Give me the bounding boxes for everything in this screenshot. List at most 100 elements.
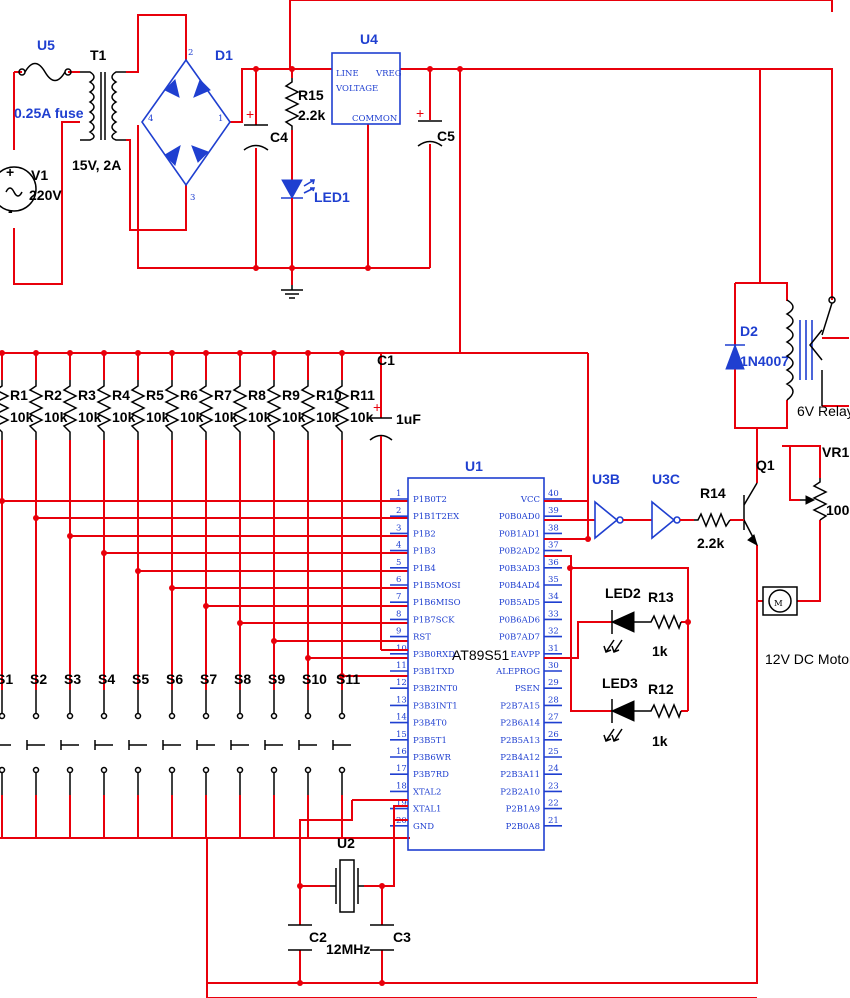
pin-name: P0B0AD0: [499, 512, 540, 522]
pin-number: 11: [396, 661, 407, 671]
pin-number: 33: [548, 609, 559, 619]
pin-name: P3B3INT1: [413, 701, 458, 711]
switch-s6: S6: [162, 671, 183, 838]
pin-number: 35: [548, 575, 559, 585]
svg-text:LINE: LINE: [336, 69, 359, 79]
pin-number: 29: [548, 678, 559, 688]
resistor-value: 10k: [146, 409, 170, 425]
pin-name: XTAL2: [413, 787, 441, 797]
pin-name: PSEN: [515, 684, 541, 694]
svg-text:LED1: LED1: [314, 189, 350, 205]
svg-text:2: 2: [188, 48, 193, 58]
switch-s4: S4: [94, 671, 115, 838]
resistor-r13: R13 1k: [647, 589, 682, 659]
capacitor-c2: C2: [288, 924, 327, 951]
svg-text:1k: 1k: [652, 643, 668, 659]
pin-number: 9: [396, 627, 401, 637]
switch-label: S8: [234, 671, 251, 687]
transformer: T1 15V, 2A: [72, 47, 126, 173]
pin-number: 21: [548, 816, 559, 826]
pin-number: 28: [548, 695, 559, 705]
svg-text:R13: R13: [648, 589, 674, 605]
resistor-ref: R4: [112, 387, 130, 403]
switch-s8: S8: [230, 671, 251, 838]
svg-text:+: +: [373, 399, 381, 415]
svg-text:1: 1: [218, 114, 223, 124]
svg-text:6V Relay: 6V Relay: [797, 403, 850, 419]
switch-label: S5: [132, 671, 149, 687]
switch-label: S3: [64, 671, 81, 687]
svg-text:220V: 220V: [29, 187, 62, 203]
resistor-value: 10k: [282, 409, 306, 425]
switch-label: S9: [268, 671, 285, 687]
switch-s2: S2: [26, 671, 47, 838]
pin-name: P1B0T2: [413, 495, 447, 505]
switch-s11: S11: [332, 671, 360, 838]
svg-text:+: +: [246, 106, 254, 122]
svg-text:C5: C5: [437, 128, 455, 144]
led1: LED1: [281, 179, 350, 215]
resistor-value: 10k: [112, 409, 136, 425]
inverter-u3c: U3C: [651, 471, 681, 540]
svg-text:C3: C3: [393, 929, 411, 945]
pin-name: P3B4T0: [413, 719, 447, 729]
bridge-rectifier: 2 4 1 3 D1: [141, 47, 233, 203]
switch-s10: S10: [298, 671, 327, 838]
dc-motor: M 12V DC Motor: [762, 586, 850, 667]
capacitor-c3: C3: [370, 924, 411, 951]
pin-name: P2B3A11: [500, 770, 540, 780]
fuse: U5 0.25A fuse: [14, 37, 84, 121]
resistor-r12: R12 1k: [647, 681, 682, 749]
pin-number: 38: [548, 523, 559, 533]
svg-text:M: M: [774, 599, 783, 609]
svg-text:U5: U5: [37, 37, 55, 53]
pin-number: 25: [548, 747, 559, 757]
ac-source: + - V1 220V: [0, 164, 62, 219]
pin-number: 3: [396, 523, 401, 533]
switch-label: S4: [98, 671, 115, 687]
pin-name: P0B1AD1: [499, 529, 540, 539]
pin-name: P3B2INT0: [413, 684, 458, 694]
svg-text:U4: U4: [360, 31, 378, 47]
svg-text:1k: 1k: [652, 733, 668, 749]
power-supply-wires: [13, 0, 833, 353]
pin-name: P2B1A9: [506, 805, 540, 815]
pin-number: 37: [548, 541, 559, 551]
pin-name: P2B4A12: [500, 753, 540, 763]
mcu-junctions: [297, 536, 691, 986]
pin-name: P1B6MISO: [413, 598, 461, 608]
pin-number: 32: [548, 627, 559, 637]
pin-name: P2B5A13: [500, 736, 540, 746]
pin-number: 23: [548, 781, 559, 791]
ground-icon: [281, 285, 303, 299]
mcu-left-pins: 1P1B0T22P1B1T2EX3P1B24P1B35P1B46P1B5MOSI…: [390, 489, 461, 832]
svg-text:U3B: U3B: [592, 471, 620, 487]
pin-number: 6: [396, 575, 401, 585]
svg-text:C1: C1: [377, 352, 395, 368]
svg-text:VOLTAGE: VOLTAGE: [335, 84, 378, 94]
pin-number: 2: [396, 506, 401, 516]
pin-number: 27: [548, 713, 559, 723]
pin-number: 10: [396, 644, 407, 654]
svg-text:0.25A fuse: 0.25A fuse: [14, 105, 84, 121]
pin-number: 12: [396, 678, 407, 688]
resistor-ref: R3: [78, 387, 96, 403]
